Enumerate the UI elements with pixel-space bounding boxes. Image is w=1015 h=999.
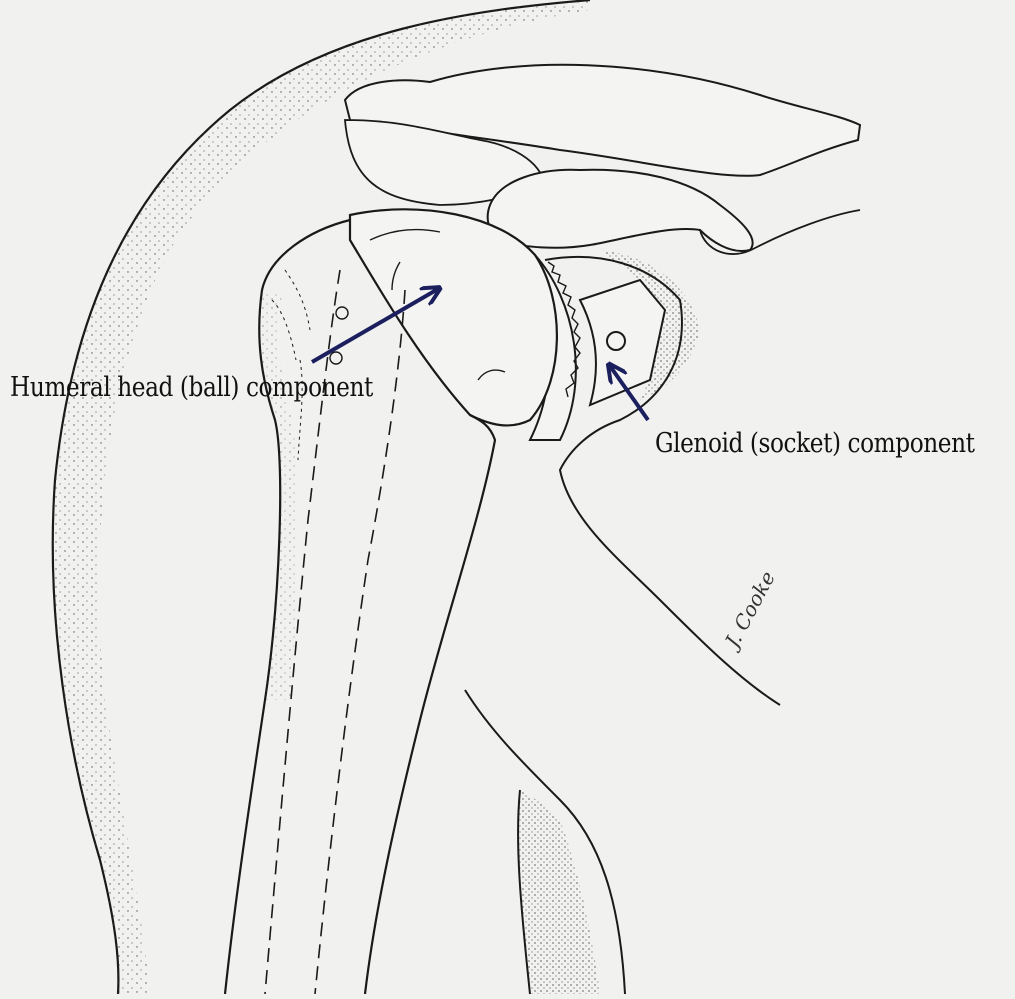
humeral-head-label: Humeral head (ball) component bbox=[10, 372, 373, 403]
glenoid-peg-hole bbox=[607, 332, 625, 350]
humerus-shading bbox=[259, 290, 298, 700]
stem-hole-upper bbox=[336, 307, 348, 319]
glenoid-label: Glenoid (socket) component bbox=[655, 428, 975, 459]
coracoid bbox=[488, 170, 753, 251]
axilla-shading bbox=[518, 790, 600, 994]
stem-hole-lower bbox=[330, 352, 342, 364]
